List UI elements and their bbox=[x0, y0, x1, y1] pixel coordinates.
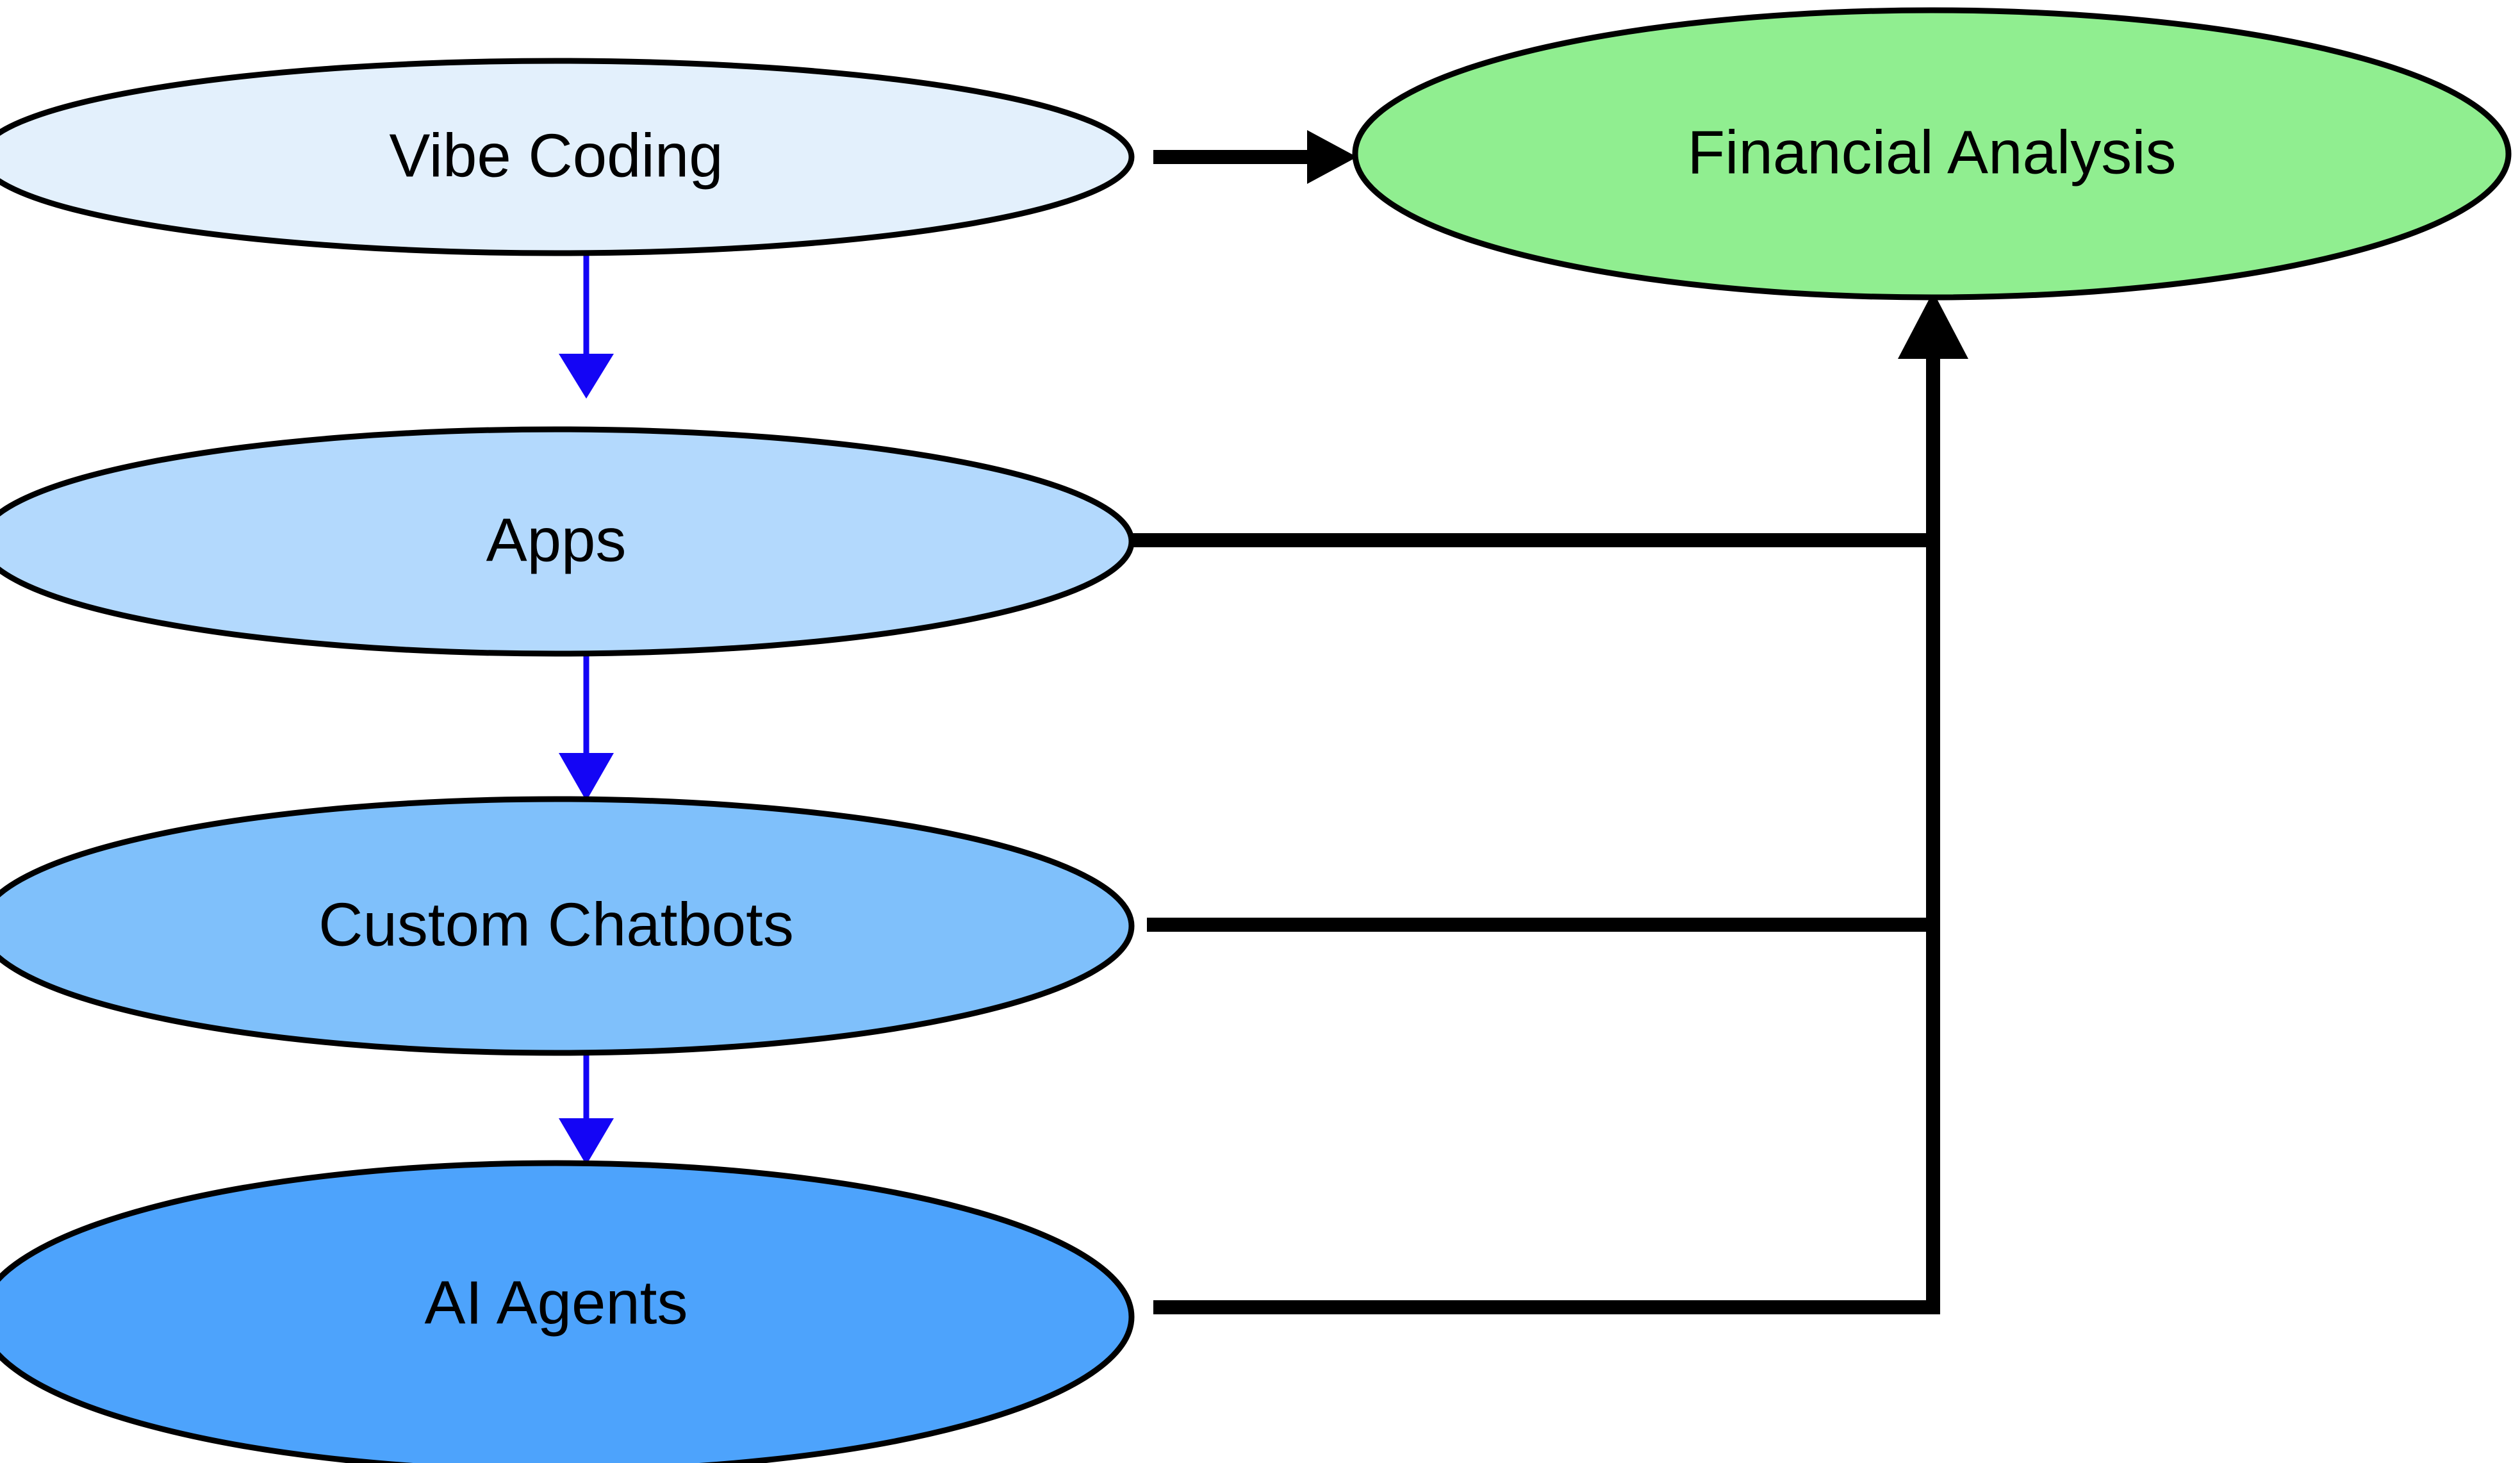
arrowhead-into-custom-chatbots bbox=[559, 753, 614, 801]
edge-chatbots-to-agents[interactable] bbox=[559, 1054, 614, 1165]
node-label-vibe-coding: Vibe Coding bbox=[389, 121, 723, 190]
node-label-apps: Apps bbox=[486, 506, 627, 574]
edge-vibe-to-financial[interactable] bbox=[1153, 130, 1357, 184]
node-vibe-coding[interactable]: Vibe Coding bbox=[0, 58, 1135, 256]
node-ai-agents[interactable]: AI Agents bbox=[0, 1160, 1135, 1463]
arrowhead-into-apps bbox=[559, 354, 614, 399]
node-label-ai-agents: AI Agents bbox=[425, 1268, 688, 1337]
arrowhead-into-financial-analysis bbox=[1898, 292, 1968, 359]
edge-agents-to-financial[interactable] bbox=[1153, 292, 1968, 1314]
node-shape-vibe-coding bbox=[0, 58, 1135, 256]
node-custom-chatbots[interactable]: Custom Chatbots bbox=[0, 796, 1135, 1056]
node-financial-analysis[interactable]: Financial Analysis bbox=[1352, 7, 2512, 301]
node-label-financial-analysis: Financial Analysis bbox=[1687, 118, 2176, 186]
node-shape-custom-chatbots bbox=[0, 796, 1135, 1056]
node-shape-ai-agents bbox=[0, 1160, 1135, 1463]
arrowhead-into-ai-agents bbox=[559, 1118, 614, 1165]
node-label-custom-chatbots: Custom Chatbots bbox=[318, 890, 794, 959]
edge-vibe-to-apps[interactable] bbox=[559, 255, 614, 399]
node-shape-financial-analysis bbox=[1352, 7, 2512, 301]
edge-apps-to-chatbots[interactable] bbox=[559, 655, 614, 801]
node-apps[interactable]: Apps bbox=[0, 426, 1135, 657]
node-shape-apps bbox=[0, 426, 1135, 657]
arrowhead-into-financial-analysis-left bbox=[1307, 130, 1357, 184]
